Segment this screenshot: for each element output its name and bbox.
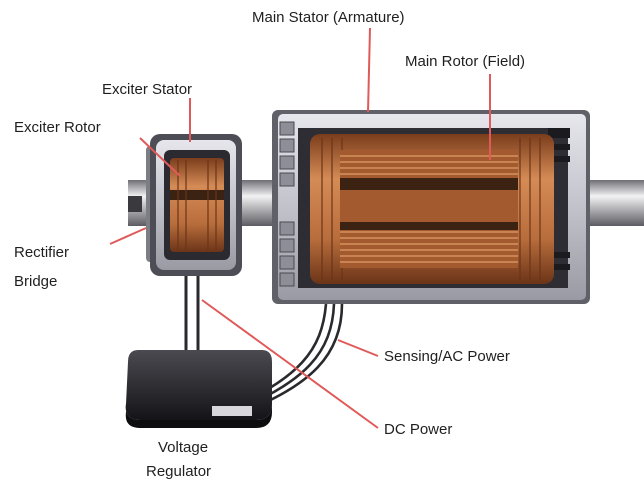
leader-sensing [337,339,379,357]
label-exciter-rotor: Exciter Rotor [14,119,101,136]
leader-exciter-rotor [139,137,181,177]
label-main-stator: Main Stator (Armature) [252,9,405,26]
label-main-rotor: Main Rotor (Field) [405,53,526,70]
leader-lines [109,27,491,429]
label-bridge: Bridge [14,273,58,290]
leader-rectifier [109,227,147,245]
shaft-end [128,196,142,212]
dc-cable [184,276,200,352]
label-regulator: Regulator [146,463,212,480]
main-rotor [340,150,518,268]
label-dc-power: DC Power [384,421,453,438]
label-sensing-ac-power: Sensing/AC Power [384,348,510,365]
leader-dc-power [201,299,379,429]
voltage-regulator-box [125,350,273,428]
label-exciter-stator: Exciter Stator [102,81,193,98]
label-voltage: Voltage [158,439,209,456]
exciter-assembly [146,134,242,276]
leader-main-stator [367,27,371,113]
label-rectifier: Rectifier [14,244,70,261]
